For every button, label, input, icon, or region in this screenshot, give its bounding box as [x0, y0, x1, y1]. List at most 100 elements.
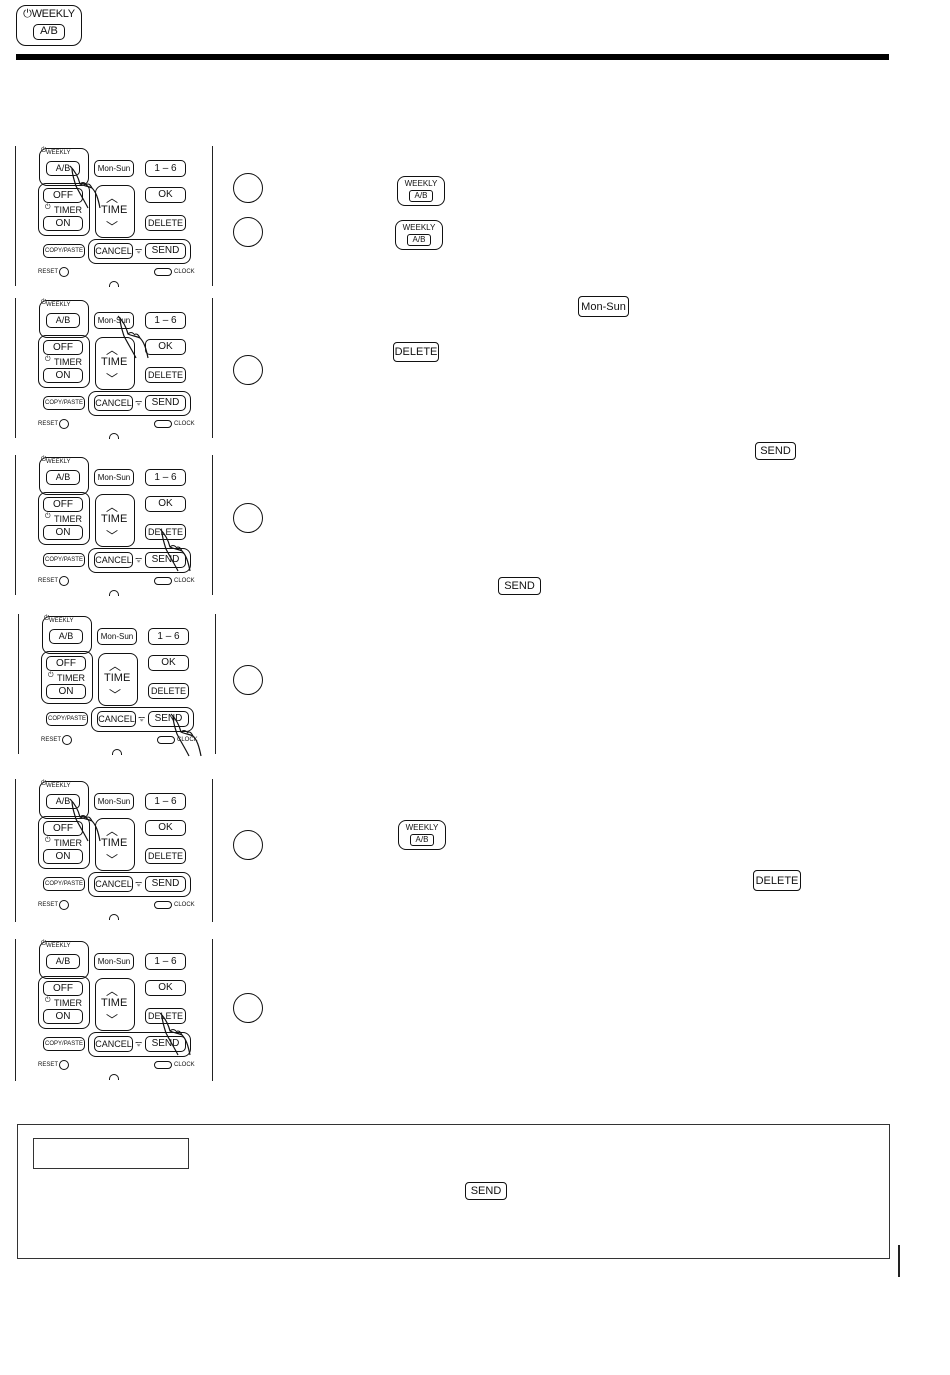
reset-label: RESET	[38, 1062, 59, 1068]
clock-button	[154, 420, 172, 428]
pointing-hand-icon	[69, 165, 101, 209]
weekly-label: WEEKLY	[49, 618, 74, 624]
mon-sun-button: Mon-Sun	[94, 953, 134, 970]
time-label: TIME	[104, 672, 131, 684]
copy-paste-button: COPY/PASTE	[43, 877, 85, 891]
timer-label: TIMER	[54, 998, 82, 1008]
clock-symbol-icon: ⏻	[45, 356, 51, 363]
one-six-button: 1 – 6	[145, 953, 186, 970]
clock-symbol-icon: ⏻	[44, 615, 50, 622]
clock-symbol-icon: ⏻	[45, 997, 51, 1004]
weekly-label: ⏻WEEKLY	[23, 8, 75, 20]
weekly-button-group	[42, 616, 92, 654]
time-label: TIME	[101, 204, 128, 216]
clock-symbol-icon: ⏻	[48, 672, 54, 679]
weekly-label: WEEKLY	[46, 302, 71, 308]
copy-paste-button: COPY/PASTE	[46, 712, 88, 726]
weekly-ab-header-badge: ⏻WEEKLY A/B	[16, 5, 82, 46]
signal-icon: ᯤ	[135, 879, 143, 888]
time-up-icon: ︿	[106, 984, 119, 998]
timer-label: TIMER	[54, 205, 82, 215]
time-label: TIME	[101, 356, 128, 368]
time-up-icon: ︿	[106, 824, 119, 838]
weekly-button-group	[39, 148, 89, 186]
time-label: TIME	[101, 997, 128, 1009]
clock-symbol-icon: ⏻	[45, 837, 51, 844]
cancel-send-group	[88, 239, 191, 264]
time-up-icon: ︿	[106, 191, 119, 205]
off-button: OFF	[43, 340, 83, 355]
timer-label: TIMER	[57, 673, 85, 683]
copy-paste-button: COPY/PASTE	[43, 244, 85, 258]
send-button-icon: SEND	[498, 577, 541, 595]
send-button: SEND	[145, 395, 186, 411]
reset-label: RESET	[41, 737, 62, 743]
cancel-button: CANCEL	[94, 395, 133, 411]
timer-button-group	[38, 183, 90, 236]
cancel-button: CANCEL	[94, 243, 133, 259]
reset-button	[59, 900, 69, 910]
mon-sun-button: Mon-Sun	[94, 793, 134, 810]
step-circle	[233, 993, 263, 1023]
timer-button-group	[38, 335, 90, 388]
reset-button	[59, 267, 69, 277]
weekly-label: WEEKLY	[46, 459, 71, 465]
step-circle	[233, 503, 263, 533]
ok-button: OK	[145, 980, 186, 996]
time-up-icon: ︿	[106, 500, 119, 514]
delete-button: DELETE	[145, 215, 186, 231]
on-button: ON	[43, 849, 83, 864]
cancel-send-group	[88, 872, 191, 897]
delete-button: DELETE	[145, 1008, 186, 1024]
note-box	[17, 1124, 890, 1259]
copy-paste-button: COPY/PASTE	[43, 553, 85, 567]
mon-sun-button-icon: Mon-Sun	[578, 296, 629, 317]
step-circle	[233, 173, 263, 203]
send-button: SEND	[145, 1036, 186, 1052]
time-label: TIME	[101, 513, 128, 525]
off-button: OFF	[43, 497, 83, 512]
clock-symbol-icon: ⏻	[45, 204, 51, 211]
step-circle	[233, 665, 263, 695]
weekly-label: WEEKLY	[46, 783, 71, 789]
cancel-button: CANCEL	[94, 552, 133, 568]
margin-line	[898, 1245, 900, 1277]
off-button: OFF	[46, 656, 86, 671]
ok-button: OK	[145, 496, 186, 512]
clock-symbol-icon: ⏻	[41, 940, 47, 947]
ab-text: A/B	[407, 234, 431, 246]
timer-button-group	[38, 976, 90, 1029]
timer-label: TIMER	[54, 838, 82, 848]
weekly-button-group	[39, 781, 89, 819]
reset-label: RESET	[38, 902, 59, 908]
off-button: OFF	[43, 981, 83, 996]
remote-notch	[109, 281, 119, 287]
signal-icon: ᯤ	[135, 1039, 143, 1048]
send-button-icon: SEND	[755, 442, 796, 460]
weekly-text: WEEKLY	[402, 223, 436, 232]
one-six-button: 1 – 6	[148, 628, 189, 645]
pointing-hand-icon	[69, 798, 101, 842]
on-button: ON	[43, 525, 83, 540]
pointing-hand-icon	[159, 1012, 191, 1056]
clock-symbol-icon: ⏻	[45, 513, 51, 520]
signal-icon: ᯤ	[135, 555, 143, 564]
time-down-icon: ﹀	[106, 529, 119, 543]
cancel-send-group	[88, 1032, 191, 1057]
weekly-text: WEEKLY	[405, 823, 439, 832]
one-six-button: 1 – 6	[145, 793, 186, 810]
step-circle	[233, 217, 263, 247]
delete-button-icon: DELETE	[753, 870, 801, 891]
ok-button: OK	[145, 187, 186, 203]
cancel-button: CANCEL	[94, 1036, 133, 1052]
time-button	[95, 185, 135, 238]
weekly-button-group	[39, 300, 89, 338]
cancel-send-group	[91, 707, 194, 732]
ok-button: OK	[148, 655, 189, 671]
remote-notch	[109, 433, 119, 439]
